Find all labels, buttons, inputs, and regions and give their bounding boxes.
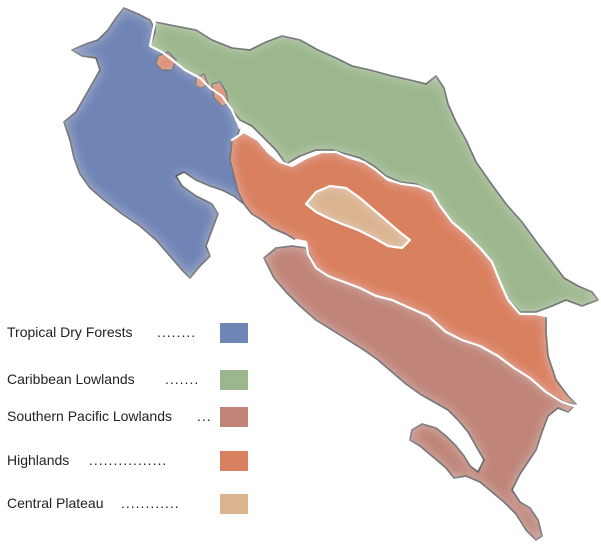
boundary-highlands-south xyxy=(294,238,576,408)
legend-item-caribbean-lowlands: Caribbean Lowlands ....... xyxy=(7,370,252,392)
region-caribbean-lowlands xyxy=(149,21,599,313)
legend-label: Caribbean Lowlands xyxy=(7,371,135,387)
region-highlands-islet-1 xyxy=(155,51,177,71)
map-legend: Tropical Dry Forests ........ Caribbean … xyxy=(0,0,260,546)
legend-leader-dots: ................ xyxy=(89,452,168,468)
legend-item-tropical-dry-forests: Tropical Dry Forests ........ xyxy=(7,323,252,345)
legend-swatch xyxy=(220,370,248,390)
legend-leader-dots: ............ xyxy=(121,495,180,511)
boundary-highlands-north xyxy=(230,130,548,318)
boundary-central-plateau xyxy=(304,184,412,250)
boundary-north xyxy=(148,20,242,130)
legend-label: Highlands xyxy=(7,452,70,468)
legend-swatch xyxy=(220,407,248,427)
legend-leader-dots: ........ xyxy=(157,324,197,340)
legend-leader-dots: ... xyxy=(197,408,212,424)
legend-swatch xyxy=(220,494,248,514)
legend-item-central-plateau: Central Plateau ............ xyxy=(7,494,252,516)
legend-label: Tropical Dry Forests xyxy=(7,324,133,340)
legend-label: Central Plateau xyxy=(7,495,104,511)
legend-item-southern-pacific-lowlands: Southern Pacific Lowlands ... xyxy=(7,407,252,429)
legend-swatch xyxy=(220,323,248,343)
legend-swatch xyxy=(220,451,248,471)
legend-label: Southern Pacific Lowlands xyxy=(7,408,172,424)
legend-leader-dots: ....... xyxy=(165,371,200,387)
legend-item-highlands: Highlands ................ xyxy=(7,451,252,473)
